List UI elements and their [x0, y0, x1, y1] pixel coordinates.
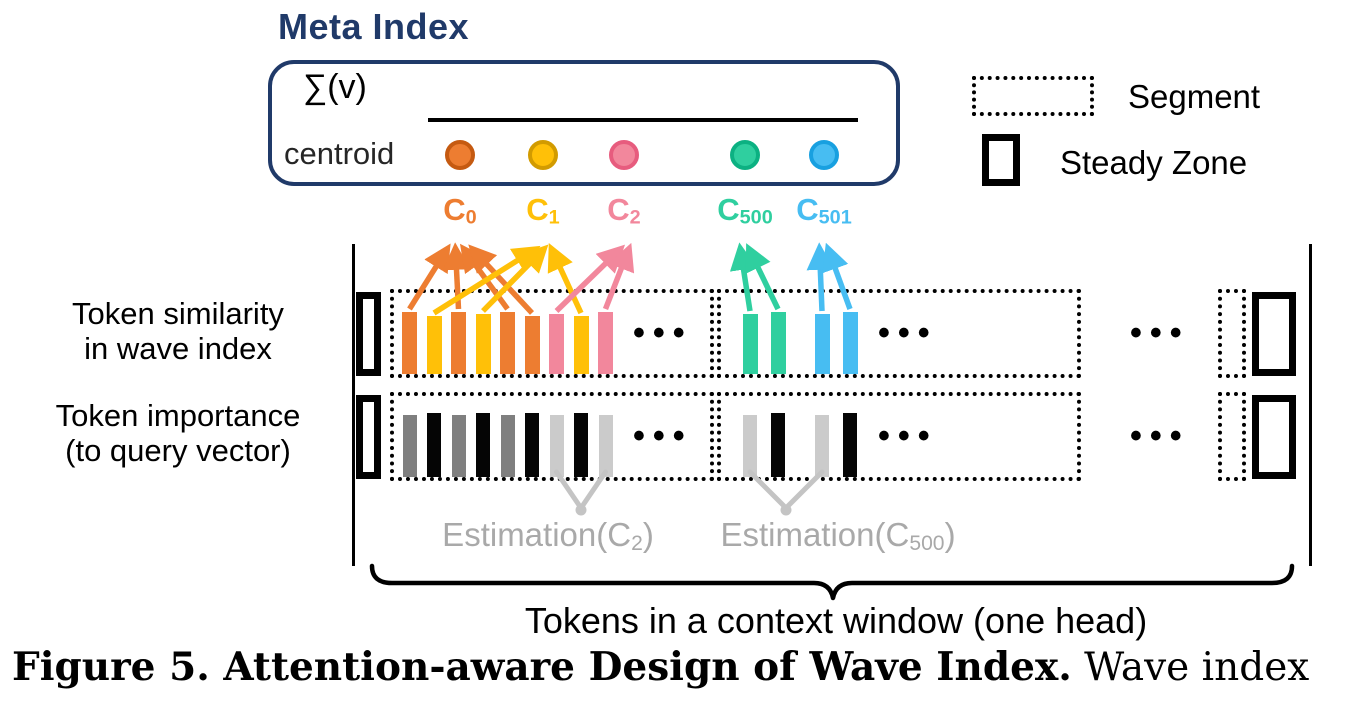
importance-bar	[476, 413, 490, 477]
fraction-line	[428, 118, 858, 122]
segment-box-importance-partial	[1218, 392, 1246, 481]
steady-zone-top-left	[356, 292, 381, 376]
segment-box-importance-2	[717, 392, 1081, 481]
similarity-bar	[549, 314, 564, 374]
similarity-row-label-line2: in wave index	[84, 331, 272, 366]
ellipsis-similarity-1: •••	[633, 314, 693, 352]
ellipsis-similarity-outer: •••	[1130, 314, 1190, 352]
ellipsis-importance-outer: •••	[1130, 417, 1190, 455]
importance-row-label-line2: (to query vector)	[65, 433, 291, 468]
similarity-bar	[814, 314, 830, 374]
context-window-brace	[369, 563, 1295, 601]
estimation-c2-sub: 2	[631, 531, 643, 555]
centroid-dot-2	[609, 140, 639, 170]
estimation-c2-suffix: )	[642, 516, 654, 553]
legend-steady-zone-label: Steady Zone	[1060, 144, 1248, 181]
importance-bar	[815, 415, 829, 477]
legend-segment-label: Segment	[1128, 78, 1261, 115]
centroid-label-1: C1	[526, 192, 560, 229]
similarity-bar	[770, 312, 786, 374]
estimation-c500-suffix: )	[944, 516, 956, 553]
legend-steady-zone-swatch	[982, 134, 1020, 186]
estimation-c500-prefix: Estimation(C	[720, 516, 910, 553]
importance-row-label-line1: Token importance	[55, 398, 301, 433]
context-right-boundary	[1309, 244, 1312, 566]
similarity-bar	[573, 316, 589, 374]
estimation-connector-dot	[780, 504, 792, 516]
centroid-dot-1	[528, 140, 558, 170]
similarity-bar	[842, 312, 858, 374]
meta-index-title: Meta Index	[278, 6, 470, 47]
centroid-label-501: C501	[796, 192, 852, 229]
importance-bar	[427, 413, 441, 477]
steady-zone-top-right	[1252, 292, 1296, 376]
ellipsis-importance-1: •••	[633, 417, 693, 455]
similarity-bar	[500, 312, 515, 374]
similarity-row-label: Token similarity in wave index	[6, 296, 350, 366]
similarity-bar	[524, 316, 540, 374]
centroid-dot-0	[445, 140, 475, 170]
importance-bar	[549, 415, 564, 477]
figure-caption-bold: Figure 5. Attention-aware Design of Wave…	[12, 644, 1072, 690]
estimation-label-c500: Estimation(C500)	[720, 516, 955, 556]
segment-box-importance-1	[390, 392, 714, 481]
figure-caption: Figure 5. Attention-aware Design of Wave…	[12, 644, 1309, 690]
importance-bar	[402, 415, 417, 477]
centroid-label-500: C500	[717, 192, 773, 229]
steady-zone-bottom-left	[356, 395, 381, 479]
segment-box-similarity-partial	[1218, 289, 1246, 378]
similarity-bar	[451, 312, 466, 374]
centroid-word: centroid	[284, 136, 395, 171]
similarity-bar	[426, 316, 442, 374]
similarity-bar	[475, 314, 491, 374]
importance-bar	[574, 413, 588, 477]
importance-bar	[451, 415, 466, 477]
centroid-label-0: C0	[443, 192, 477, 229]
figure-caption-normal: Wave index	[1071, 645, 1310, 690]
similarity-row-label-line1: Token similarity	[72, 296, 284, 331]
centroid-dot-501	[809, 140, 839, 170]
importance-bar	[771, 413, 785, 477]
importance-bar	[743, 415, 757, 477]
meta-index-box	[268, 60, 900, 186]
importance-bar	[500, 415, 515, 477]
ellipsis-similarity-2: •••	[878, 314, 938, 352]
importance-row-label: Token importance (to query vector)	[6, 398, 350, 468]
legend-segment-swatch	[972, 76, 1094, 116]
estimation-c500-sub: 500	[909, 531, 945, 555]
context-left-boundary	[352, 244, 355, 566]
similarity-bar	[598, 312, 613, 374]
segment-box-similarity-2	[717, 289, 1081, 378]
ellipsis-importance-2: •••	[878, 417, 938, 455]
estimation-c2-prefix: Estimation(C	[442, 516, 632, 553]
centroid-dot-500	[730, 140, 760, 170]
centroid-label-2: C2	[607, 192, 641, 229]
importance-bar	[598, 415, 613, 477]
context-window-label: Tokens in a context window (one head)	[524, 600, 1148, 641]
similarity-bar	[742, 314, 758, 374]
importance-bar	[525, 413, 539, 477]
importance-bar	[843, 413, 857, 477]
steady-zone-bottom-right	[1252, 395, 1296, 479]
estimation-connector-dot	[575, 504, 587, 516]
sum-v-formula: ∑(v)	[303, 68, 367, 106]
similarity-bar	[402, 312, 417, 374]
estimation-label-c2: Estimation(C2)	[442, 516, 654, 556]
